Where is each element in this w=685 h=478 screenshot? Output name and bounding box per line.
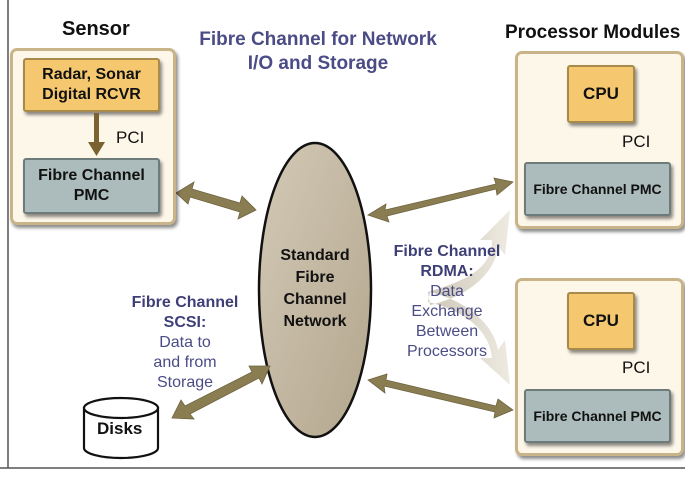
rdma-body-line3: Between — [415, 323, 479, 340]
arrow-sensor-to-network — [175, 181, 257, 220]
cpu-box-1: CPU — [567, 65, 635, 123]
sensor-heading: Sensor — [62, 18, 130, 40]
scsi-head-line2: SCSI: — [163, 314, 207, 331]
network-label-line4: Network — [283, 313, 347, 330]
sensor-pci-label: PCI — [116, 128, 145, 147]
rdma-curved-arrow — [428, 210, 510, 385]
rdma-body-line1: Data — [430, 283, 464, 300]
diagram-title: Fibre Channel for Network I/O and Storag… — [178, 28, 458, 76]
disks-icon — [82, 396, 160, 460]
scsi-caption: Fibre Channel SCSI: Data to and from Sto… — [118, 293, 252, 393]
processor-1-fibre-channel-pmc: Fibre Channel PMC — [524, 162, 671, 216]
rdma-body-line4: Processors — [406, 343, 488, 360]
processor-2-fibre-channel-pmc: Fibre Channel PMC — [524, 389, 671, 443]
arrow-group — [171, 177, 514, 420]
scsi-head-line1: Fibre Channel — [131, 294, 239, 311]
network-label-line3: Channel — [283, 291, 347, 308]
diagram-title-line2: I/O and Storage — [247, 53, 389, 74]
network-label: Standard Fibre Channel Network — [265, 245, 365, 333]
radar-sonar-box: Radar, Sonar Digital RCVR — [23, 58, 160, 112]
processor-1-pci-label: PCI — [622, 132, 651, 151]
rdma-body-line2: Exchange — [411, 303, 483, 320]
cpu-box-2: CPU — [567, 292, 635, 350]
sensor-pmc-line1: Fibre Channel — [38, 167, 145, 184]
arrow-network-to-disks — [171, 365, 271, 420]
network-label-line2: Fibre — [295, 269, 335, 286]
processor-modules-heading: Processor Modules — [505, 22, 681, 43]
scsi-body-line1: Data to — [159, 334, 211, 351]
radar-sonar-line1: Radar, Sonar — [42, 66, 141, 83]
rdma-head-line2: RDMA: — [420, 263, 474, 280]
radar-sonar-line2: Digital RCVR — [42, 86, 141, 103]
arrow-network-to-cpu1 — [367, 177, 514, 223]
rdma-head-line1: Fibre Channel — [393, 243, 501, 260]
scsi-body-line3: Storage — [156, 374, 214, 391]
network-ellipse — [257, 141, 373, 439]
network-label-line1: Standard — [280, 247, 350, 264]
arrow-network-to-cpu2 — [367, 373, 514, 419]
sensor-pmc-line2: PMC — [73, 187, 110, 204]
disks-label: Disks — [97, 419, 143, 438]
sensor-fibre-channel-pmc: Fibre Channel PMC — [23, 158, 160, 214]
scsi-body-line2: and from — [153, 354, 217, 371]
diagram-title-line1: Fibre Channel for Network — [199, 29, 437, 50]
rdma-caption: Fibre Channel RDMA: Data Exchange Betwee… — [384, 242, 510, 362]
processor-2-pci-label: PCI — [622, 358, 651, 377]
